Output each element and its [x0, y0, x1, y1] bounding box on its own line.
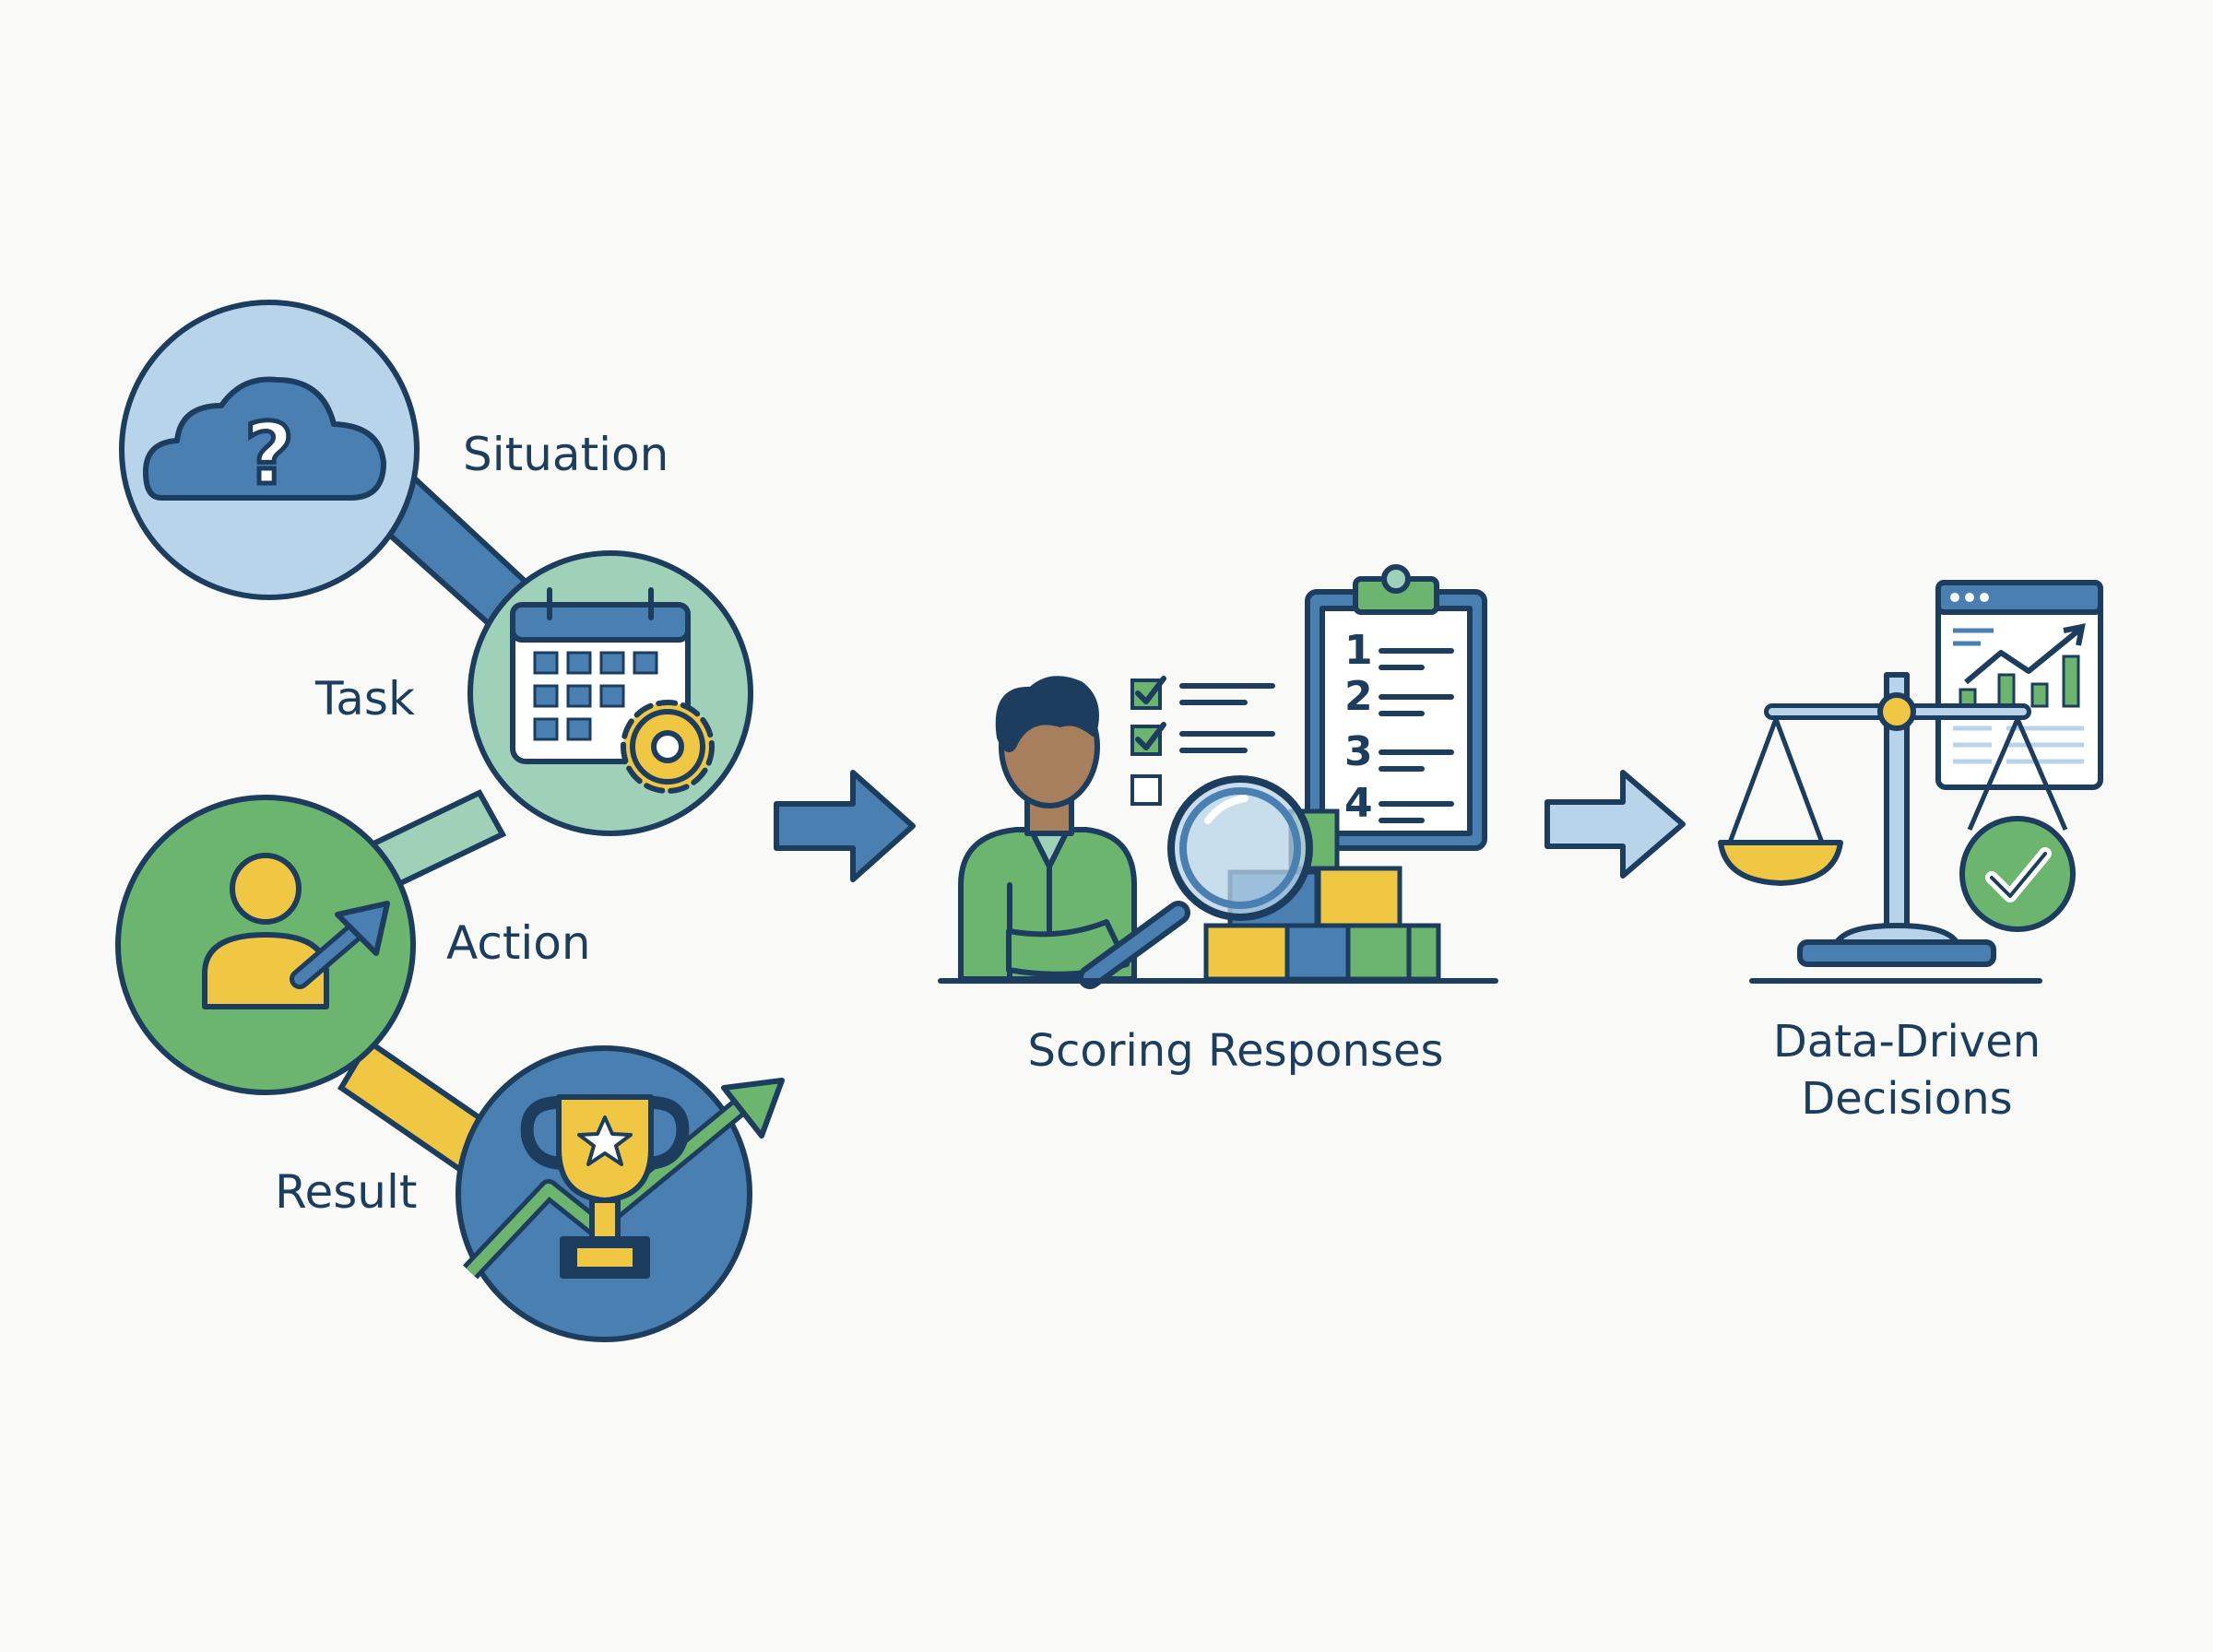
scoring-label: Scoring Responses — [1028, 1025, 1444, 1077]
rank-4: 4 — [1344, 780, 1454, 827]
step-label-task: Task — [314, 672, 415, 726]
scoring-illustration: 1 2 3 4 — [938, 564, 1498, 989]
decisions-illustration — [1718, 580, 2103, 984]
svg-text:1: 1 — [1344, 627, 1373, 674]
svg-text:4: 4 — [1344, 780, 1373, 827]
svg-text:?: ? — [244, 405, 293, 503]
balance-scale-icon — [1718, 672, 2076, 984]
svg-text:3: 3 — [1344, 728, 1373, 775]
reviewer-person-icon — [958, 676, 1137, 982]
svg-text:2: 2 — [1344, 673, 1373, 720]
calendar-gear-icon — [510, 587, 715, 794]
check-circle-icon — [1959, 816, 2076, 932]
result-circle — [456, 1045, 785, 1342]
rank-3: 3 — [1344, 728, 1454, 775]
dashboard-chart-icon — [1935, 580, 2103, 790]
action-circle — [115, 795, 416, 1095]
trophy-growth-icon — [463, 1078, 785, 1280]
arrow-right-icon — [774, 770, 916, 882]
decisions-label-line1: Data-Driven — [1773, 1016, 2041, 1068]
step-label-action: Action — [446, 916, 591, 970]
situation-circle: ? — [119, 300, 420, 600]
scale-pan-left — [1718, 840, 1843, 886]
clipboard-icon: 1 2 3 4 — [1305, 564, 1487, 851]
checklist-icon — [1130, 676, 1275, 806]
arrow-right-icon — [1544, 770, 1686, 879]
task-circle — [467, 550, 753, 836]
rank-2: 2 — [1344, 673, 1454, 720]
rank-1: 1 — [1344, 627, 1454, 674]
step-label-situation: Situation — [463, 428, 669, 481]
gear-icon — [621, 700, 715, 794]
person-arrow-icon — [202, 853, 390, 1009]
step-label-result: Result — [275, 1165, 418, 1219]
cloud-question-icon: ? — [143, 376, 386, 506]
magnifier-icon — [1078, 775, 1313, 989]
decisions-label-line2: Decisions — [1801, 1073, 2012, 1125]
